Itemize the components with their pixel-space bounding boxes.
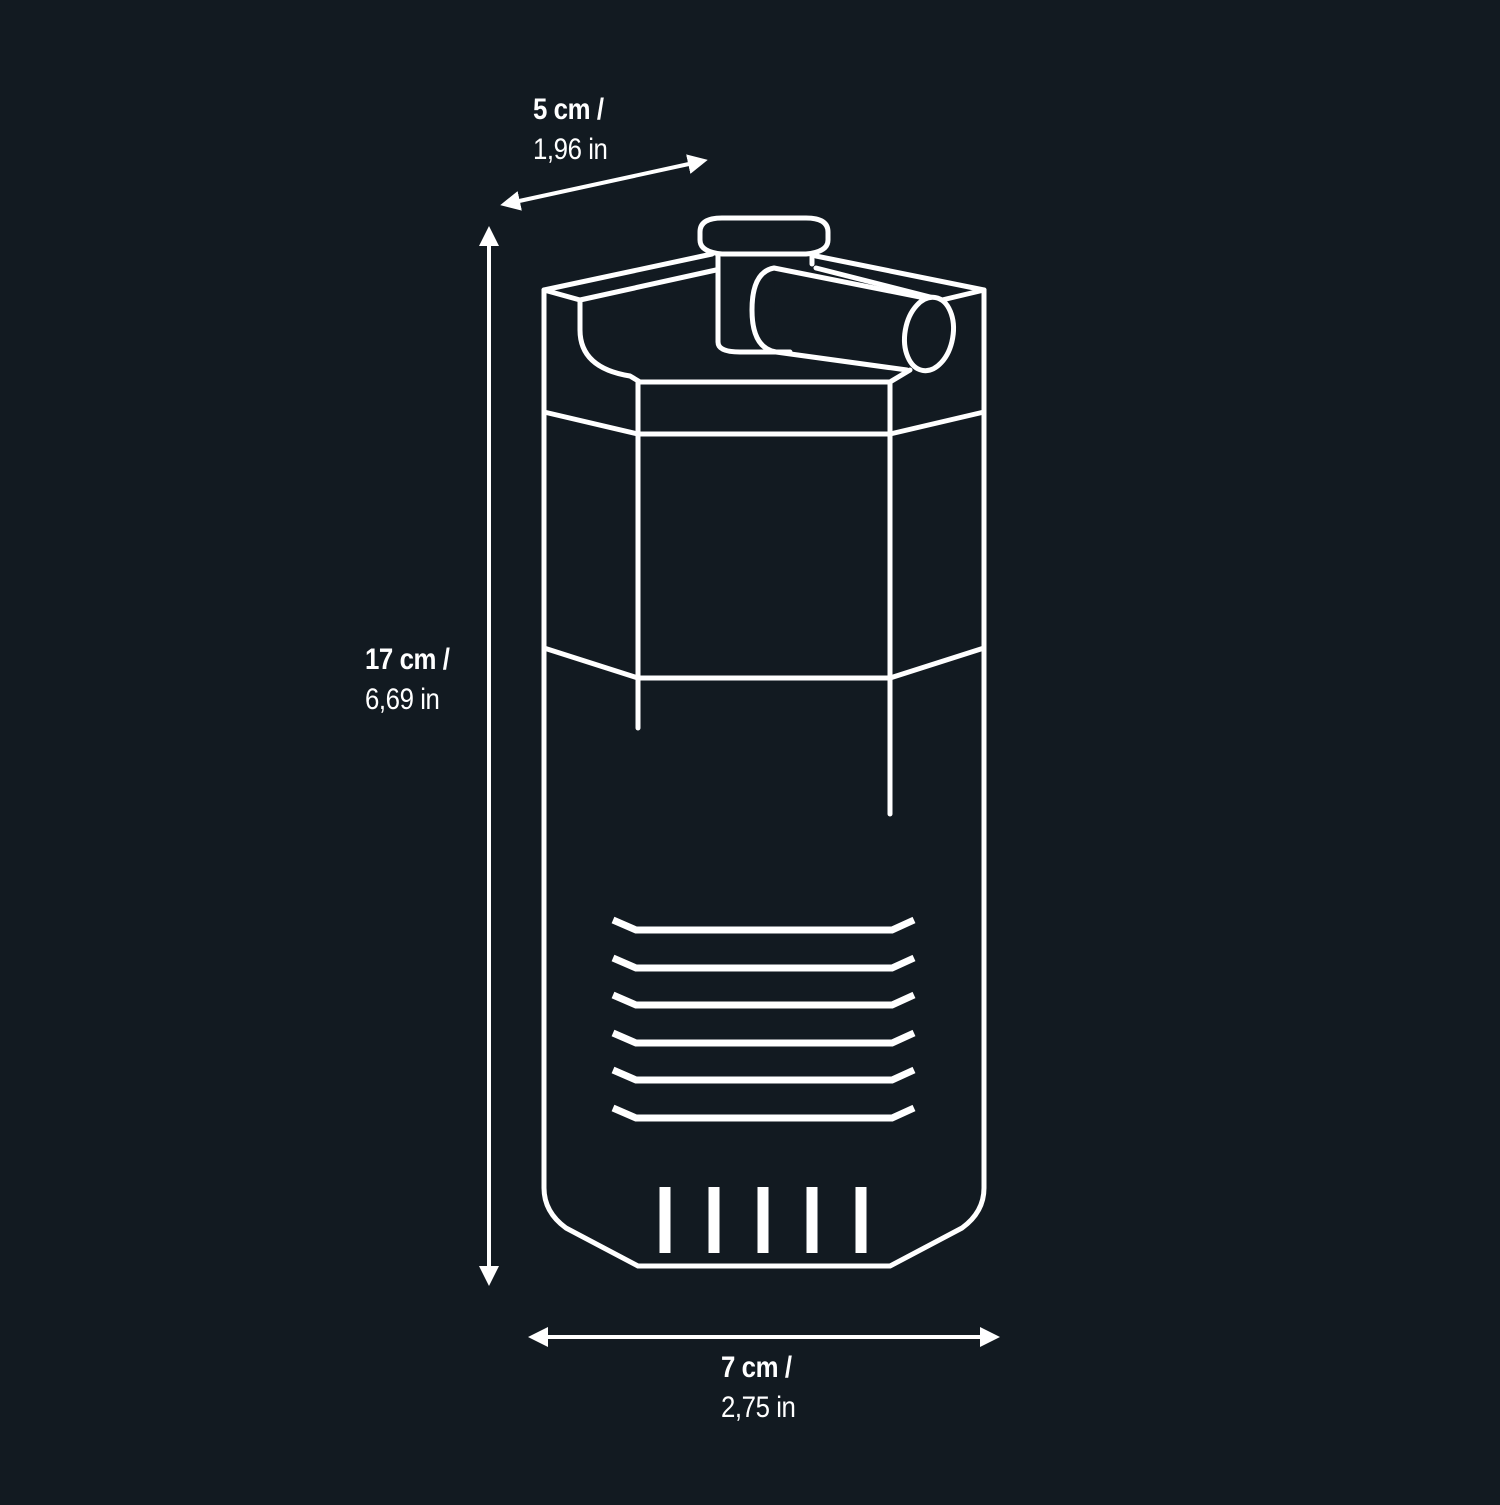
intake-slots-horizontal	[611, 916, 916, 1122]
upper-band	[541, 409, 987, 437]
lower-band	[541, 645, 987, 681]
width-metric: 7 cm /	[721, 1351, 792, 1384]
height-dimension-label: 17 cm / 6,69 in	[365, 640, 463, 720]
top-rim-left	[541, 251, 715, 293]
intake-slots-vertical	[659, 1187, 867, 1253]
width-dimension-label: 7 cm / 2,75 in	[721, 1348, 808, 1428]
top-rim-right	[813, 253, 987, 293]
depth-arrow	[500, 154, 708, 211]
top-bowl	[577, 297, 913, 385]
outlet-nozzle	[749, 265, 956, 374]
width-imperial: 2,75 in	[721, 1391, 796, 1424]
height-imperial: 6,69 in	[365, 683, 440, 716]
filter-body-outline	[541, 287, 987, 1269]
height-metric: 17 cm /	[365, 643, 450, 676]
depth-dimension-label: 5 cm / 1,96 in	[533, 90, 620, 170]
top-cap-knob	[697, 215, 831, 355]
depth-imperial: 1,96 in	[533, 133, 608, 166]
depth-metric: 5 cm /	[533, 93, 604, 126]
